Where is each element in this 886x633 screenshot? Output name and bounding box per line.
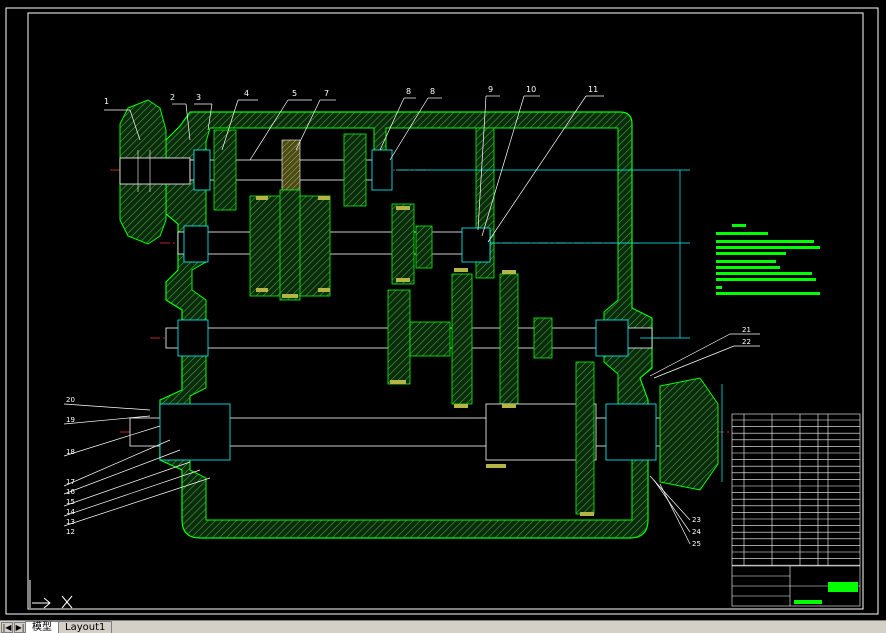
layout-tab-bar: |◀ ▶| 模型 Layout1 (0, 620, 886, 633)
part-label: 17 (66, 478, 75, 486)
part-label: 10 (526, 85, 536, 94)
output-spindle (129, 361, 719, 515)
dimension-lines (396, 169, 723, 482)
part-label: 25 (692, 540, 701, 548)
third-shaft (165, 273, 653, 405)
part-number-labels-left: 20 19 18 17 16 15 14 13 12 (66, 396, 75, 536)
part-label: 23 (692, 516, 701, 524)
leader-lines (63, 95, 760, 545)
part-label: 22 (742, 338, 751, 346)
part-label: 16 (66, 488, 75, 496)
part-label: 1 (104, 97, 109, 106)
part-number-labels-right: 21 22 23 24 25 (692, 326, 751, 548)
part-label: 7 (324, 89, 329, 98)
part-label: 9 (488, 85, 493, 94)
part-number-labels-top: 1 2 3 4 5 7 8 8 9 10 11 (104, 85, 598, 106)
part-label: 24 (692, 528, 701, 536)
part-label: 20 (66, 396, 75, 404)
ucs-icon (32, 595, 73, 609)
part-label: 18 (66, 448, 75, 456)
part-label: 11 (588, 85, 598, 94)
part-label: 8 (406, 87, 411, 96)
inner-border (27, 12, 864, 610)
gearbox-assembly-drawing: 1 2 3 4 5 7 8 8 9 10 11 21 22 23 24 25 2… (5, 7, 879, 615)
part-label: 8 (430, 87, 435, 96)
part-label: 14 (66, 508, 75, 516)
drawing-canvas[interactable]: 1 2 3 4 5 7 8 8 9 10 11 21 22 23 24 25 2… (0, 0, 886, 620)
part-label: 3 (196, 93, 201, 102)
outer-border (5, 7, 879, 615)
tab-layout1[interactable]: Layout1 (58, 621, 113, 633)
part-label: 5 (292, 89, 297, 98)
input-pulley (119, 99, 191, 245)
part-label: 4 (244, 89, 249, 98)
input-shaft (189, 129, 393, 211)
parts-list-title-block (731, 413, 861, 607)
part-label: 21 (742, 326, 751, 334)
part-label: 19 (66, 416, 75, 424)
tab-model[interactable]: 模型 (25, 621, 59, 633)
intermediate-shaft (177, 189, 491, 301)
part-label: 13 (66, 518, 75, 526)
tab-nav-first-button[interactable]: |◀ (1, 622, 13, 633)
part-label: 2 (170, 93, 175, 102)
part-label: 12 (66, 528, 75, 536)
gear-tooth-marks (256, 196, 594, 516)
technical-requirements-notes (716, 224, 820, 295)
part-label: 15 (66, 498, 75, 506)
